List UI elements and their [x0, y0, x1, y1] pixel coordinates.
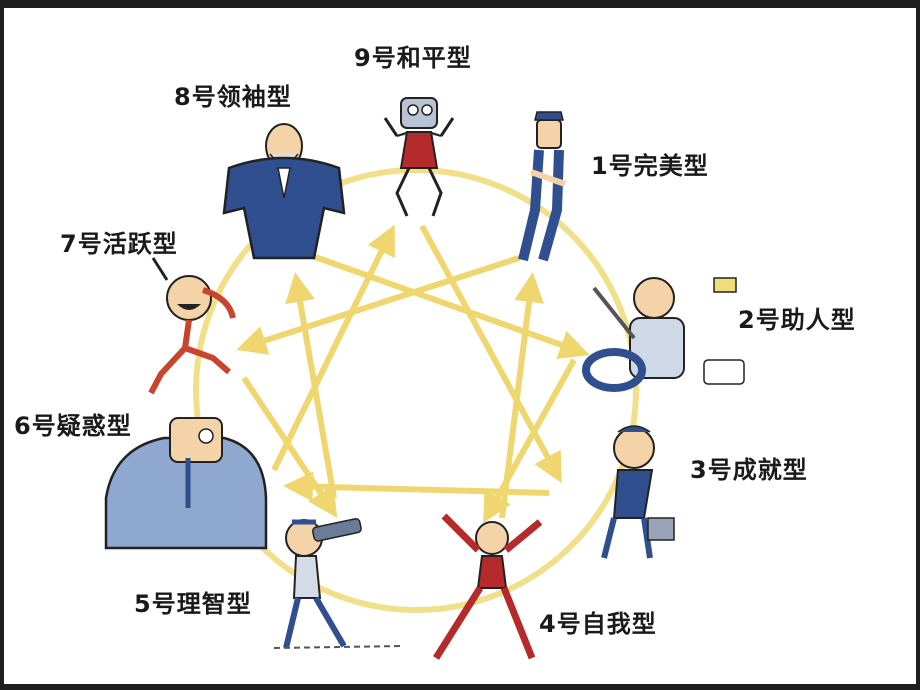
- enneagram-diagram-frame: 9号和平型 8号领袖型 1号完美型 7号活跃型 2号助人型 6号疑惑型 3号成就…: [4, 8, 916, 684]
- arrow-8-to-2: [302, 250, 590, 360]
- arrow-9-to-3-area: [419, 224, 562, 484]
- arrow-5-to-8: [285, 272, 337, 499]
- arrow-3-to-6: [283, 471, 550, 502]
- connection-arrows: [236, 224, 590, 524]
- leader-suit-figure: [222, 123, 346, 260]
- enthusiast-running-figure: [148, 257, 236, 395]
- skeptic-figure: [104, 417, 268, 550]
- type-7-label: 7号活跃型: [60, 230, 178, 258]
- arrow-2-to-4: [483, 358, 577, 524]
- type-2-label: 2号助人型: [738, 306, 856, 334]
- enneagram-diagram: [104, 97, 745, 660]
- type-6-label: 6号疑惑型: [14, 412, 132, 440]
- enneagram-circle: [193, 167, 639, 613]
- type-8-label: 8号领袖型: [174, 83, 292, 111]
- helper-nurse-figure: [582, 277, 745, 392]
- type-4-label: 4号自我型: [539, 610, 657, 638]
- achiever-figure: [601, 425, 675, 559]
- type-3-label: 3号成就型: [690, 456, 808, 484]
- perfectionist-figure: [518, 111, 566, 262]
- type-1-label: 1号完美型: [591, 152, 709, 180]
- arrow-1-to-7: [236, 255, 520, 355]
- type-5-label: 5号理智型: [134, 590, 252, 618]
- investigator-telescope-figure: [273, 518, 405, 649]
- type-9-label: 9号和平型: [354, 44, 472, 72]
- arrow-7-to-5: [241, 376, 338, 518]
- peacemaker-woman-figure: [383, 97, 455, 217]
- arrow-4-to-1: [499, 272, 544, 519]
- individualist-figure: [433, 513, 543, 660]
- arrow-6-to-9: [271, 224, 395, 472]
